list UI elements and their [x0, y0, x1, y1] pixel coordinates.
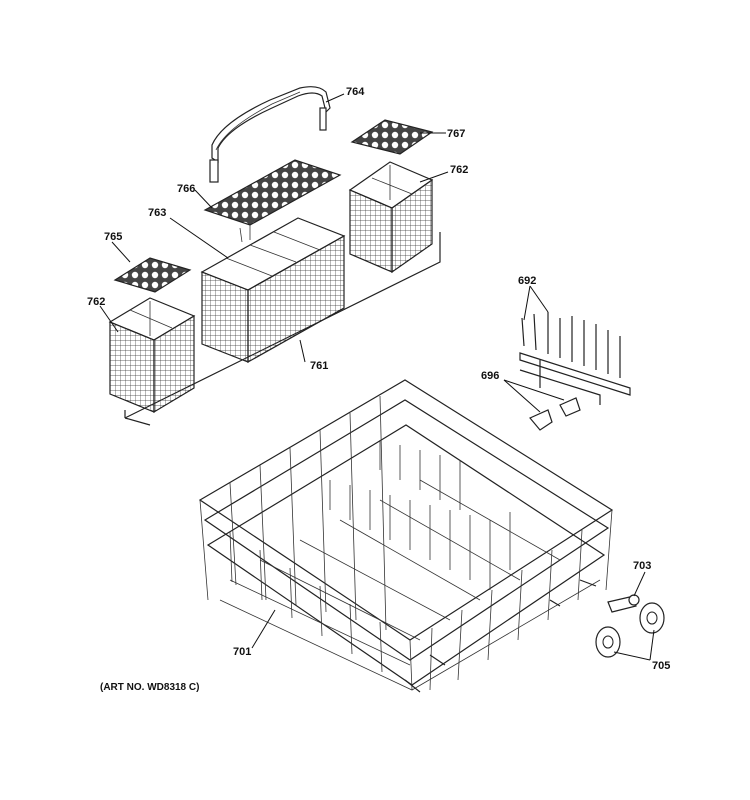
label-764: 764 [346, 86, 365, 98]
lower-rack-701 [198, 379, 614, 693]
basket-handle-764 [209, 86, 331, 183]
wheel-axle-703 [607, 594, 640, 613]
label-762-right: 762 [450, 164, 468, 176]
basket-lid-766 [203, 159, 342, 243]
label-765: 765 [104, 231, 122, 243]
rack-wheels-705 [595, 602, 665, 658]
label-766: 766 [177, 183, 195, 195]
large-basket-763 [200, 217, 346, 364]
label-703: 703 [633, 560, 651, 572]
label-701: 701 [233, 646, 251, 658]
label-767: 767 [447, 128, 465, 140]
basket-lid-767 [350, 119, 434, 155]
label-692: 692 [518, 275, 536, 287]
label-761: 761 [310, 360, 328, 372]
small-basket-762-left [108, 297, 196, 414]
label-762-left: 762 [87, 296, 105, 308]
label-696: 696 [481, 370, 499, 382]
part-labels: 764 767 766 762 763 765 762 761 692 696 … [87, 86, 670, 672]
art-number: (ART NO. WD8318 C) [100, 682, 199, 693]
basket-lid-765 [113, 257, 192, 293]
tine-clips-696 [529, 397, 581, 431]
label-705: 705 [652, 660, 670, 672]
basket-assembly-761 [108, 86, 441, 426]
small-basket-762-right [348, 161, 434, 274]
tine-row-692 [519, 312, 631, 405]
label-763: 763 [148, 207, 166, 219]
leader-lines [99, 93, 655, 661]
